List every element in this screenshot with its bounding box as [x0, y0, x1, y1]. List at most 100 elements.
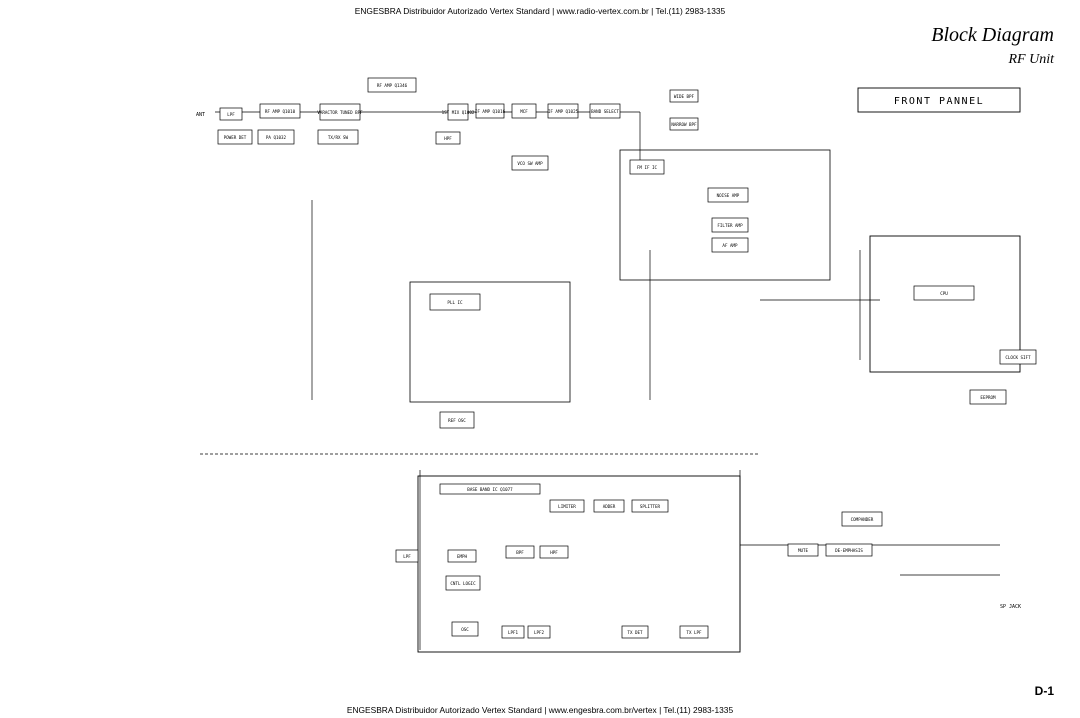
block-adder: ADDER	[593, 499, 625, 513]
block-label: SPLITTER	[640, 504, 661, 509]
block-label: WIDE BPF	[674, 94, 695, 99]
block-label: TX DET	[627, 630, 643, 635]
block-box	[501, 625, 525, 639]
block-label: EMPH	[457, 554, 468, 559]
block-rf-amp-q1010: RF AMP Q1010	[259, 103, 301, 119]
block-box	[593, 499, 625, 513]
block-label: MCF	[520, 109, 528, 114]
block-label: IF AMP Q1016	[475, 109, 506, 114]
block-box	[445, 575, 481, 591]
block-label: LPF	[227, 112, 235, 117]
page-subtitle: RF Unit	[1008, 52, 1055, 67]
block-box	[451, 621, 479, 637]
block-band-select: BAND SELECT	[589, 103, 621, 119]
page-number: D-1	[1034, 684, 1054, 698]
block-compander: COMPANDER	[841, 511, 883, 527]
block-box	[679, 625, 709, 639]
block-label: BAND SELECT	[591, 109, 619, 114]
block-eeprom: EEPROM	[969, 389, 1007, 405]
block-box	[969, 389, 1007, 405]
block-box	[259, 103, 301, 119]
block-label: REF OSC	[448, 418, 466, 423]
block-box	[913, 285, 975, 301]
block-label: BPF	[516, 550, 524, 555]
block-box	[711, 217, 749, 233]
block-label: HPF	[444, 136, 452, 141]
block-box	[429, 293, 481, 311]
block-hpf-tx: HPF	[539, 545, 569, 559]
block-label: LPF1	[508, 630, 519, 635]
speaker-jack-label: SP JACK	[1000, 604, 1021, 610]
block-lpf-1: LPF1	[501, 625, 525, 639]
block-if-amp-1: IF AMP Q1016	[475, 103, 506, 119]
block-label: AF AMP	[722, 243, 738, 248]
pll-frame	[409, 281, 571, 403]
block-label: EEPROM	[980, 395, 996, 400]
block-emph: EMPH	[447, 549, 477, 563]
block-limiter: LIMITER	[549, 499, 585, 513]
block-box	[841, 511, 883, 527]
block-label: LPF	[403, 554, 411, 559]
block-label: NARROW BPF	[671, 122, 697, 127]
block-label: HPF	[550, 550, 558, 555]
block-label: FM IF IC	[637, 165, 658, 170]
header-bottom-text: ENGESBRA Distribuidor Autorizado Vertex …	[346, 705, 734, 715]
block-box	[217, 129, 253, 145]
antenna-label: ANT	[196, 112, 205, 118]
block-label: DE-EMPHASIS	[835, 548, 863, 553]
block-ctrl-logic: CNTL LOGIC	[445, 575, 481, 591]
block-label: CPU	[940, 291, 948, 296]
block-wide-bpf: WIDE BPF	[669, 89, 699, 103]
block-varactor-tuned-bpf: VARACTOR TUNED BPF	[317, 103, 363, 121]
block-osc: OSC	[451, 621, 479, 637]
block-box	[511, 155, 549, 171]
block-mute: MUTE	[787, 543, 819, 557]
block-label: CLOCK SIFT	[1005, 355, 1031, 360]
block-box	[825, 543, 873, 557]
block-box	[439, 483, 541, 495]
block-box	[589, 103, 621, 119]
block-narrow-bpf: NARROW BPF	[669, 117, 699, 131]
block-fm-if: FM IF IC	[629, 159, 665, 175]
block-rf-amp-1: RF AMP Q1346	[367, 77, 417, 93]
block-label: CNTL LOGIC	[450, 581, 476, 586]
block-label: MUTE	[798, 548, 809, 553]
block-box	[505, 545, 535, 559]
block-box	[511, 103, 537, 119]
block-mcf: MCF	[511, 103, 537, 119]
block-label: RF AMP Q1346	[377, 83, 408, 88]
block-tx-lpf: TX LPF	[679, 625, 709, 639]
block-lpf-tx: LPF	[395, 549, 419, 563]
block-de-emphasis: DE-EMPHASIS	[825, 543, 873, 557]
block-box	[435, 131, 461, 145]
block-lpf-in: LPF	[219, 107, 243, 121]
block-box	[447, 549, 477, 563]
block-box	[787, 543, 819, 557]
block-box	[669, 117, 699, 131]
block-label: COMPANDER	[851, 517, 874, 522]
block-box	[219, 107, 243, 121]
block-power-det: POWER DET	[217, 129, 253, 145]
block-box	[711, 237, 749, 253]
block-ref-osc: REF OSC	[439, 411, 475, 429]
block-label: ADDER	[603, 504, 616, 509]
block-box	[527, 625, 551, 639]
baseband-frame	[417, 475, 741, 653]
block-label: LIMITER	[558, 504, 576, 509]
block-hpf: HPF	[435, 131, 461, 145]
block-af-amp: AF AMP	[711, 237, 749, 253]
block-label: POWER DET	[224, 135, 247, 140]
block-label: TX/RX SW	[328, 135, 349, 140]
block-label: VARACTOR TUNED BPF	[317, 110, 363, 115]
block-label: RF AMP Q1010	[265, 109, 296, 114]
if-frame	[619, 149, 831, 281]
block-if-amp-2: IF AMP Q1025	[547, 103, 579, 119]
block-tx-buff: TX/RX SW	[317, 129, 359, 145]
block-box	[621, 625, 649, 639]
block-label: 1ST MIX Q1002	[442, 110, 475, 115]
block-pll: PLL IC	[429, 293, 481, 311]
block-box	[317, 129, 359, 145]
block-splitter: SPLITTER	[631, 499, 669, 513]
block-box	[257, 129, 295, 145]
block-box	[707, 187, 749, 203]
